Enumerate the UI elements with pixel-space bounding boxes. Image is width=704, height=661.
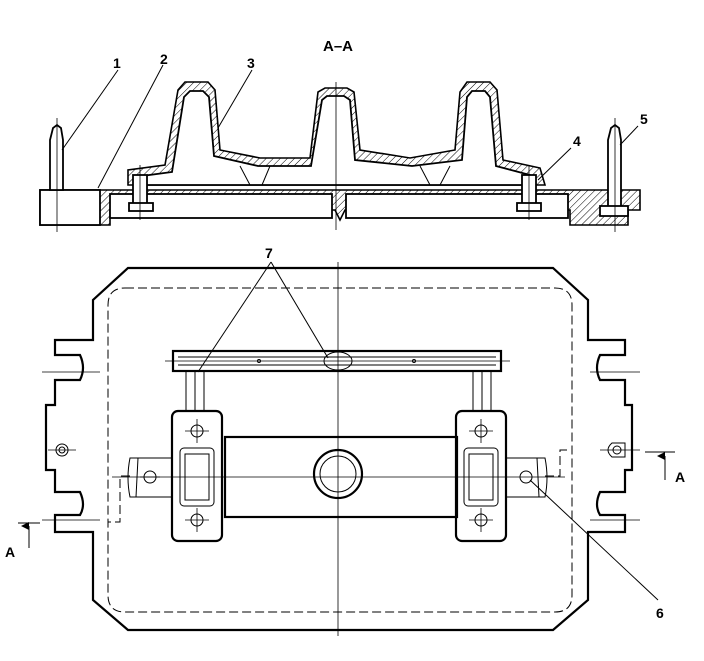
section-view: A–A 1 2 3 4 5 bbox=[39, 38, 648, 232]
flange-left bbox=[170, 409, 224, 543]
callout-3: 3 bbox=[247, 55, 255, 71]
pattern-body-core bbox=[136, 90, 537, 186]
section-title: A–A bbox=[323, 38, 353, 55]
core-print-right bbox=[505, 457, 548, 498]
plate-outline bbox=[44, 266, 634, 632]
section-mark-left: A bbox=[5, 544, 15, 560]
guide-slot-right bbox=[607, 442, 626, 458]
screw-head-left bbox=[128, 202, 154, 212]
callout-1: 1 bbox=[113, 55, 121, 71]
guide-pin-left bbox=[49, 123, 64, 191]
callout-6: 6 bbox=[656, 605, 664, 621]
flask-contour bbox=[107, 287, 573, 613]
callout-4: 4 bbox=[573, 133, 581, 149]
guide-pin-right bbox=[607, 123, 622, 211]
callout-7: 7 bbox=[265, 245, 273, 261]
rib-lines bbox=[239, 165, 451, 186]
guide-pin-nut-right bbox=[599, 205, 629, 217]
callout-5: 5 bbox=[640, 111, 648, 127]
section-mark-right: A bbox=[675, 469, 685, 485]
boss-outer bbox=[312, 448, 364, 500]
boss-inner bbox=[319, 455, 357, 493]
flask-lug-left bbox=[39, 189, 101, 226]
flange-right bbox=[454, 409, 508, 543]
callout-2: 2 bbox=[160, 51, 168, 67]
core-print-left bbox=[127, 457, 173, 498]
plan-view: A A 7 6 bbox=[5, 245, 685, 636]
